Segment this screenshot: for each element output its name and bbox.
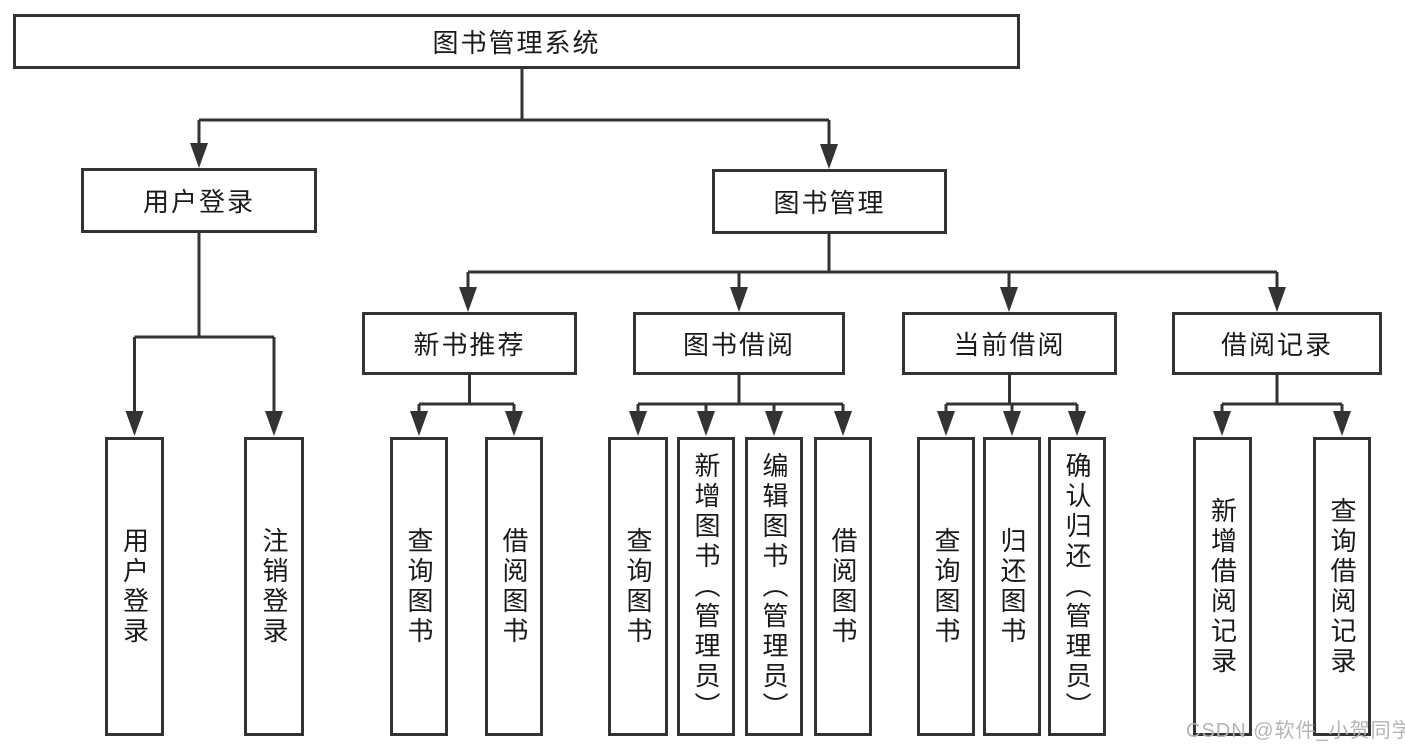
arrow-down-icon [1000, 287, 1018, 312]
leaf-logout: 注销登录 [244, 437, 304, 736]
leaf-current-query-books: 查询图书 [917, 437, 975, 736]
leaf-borrow-query-books: 查询图书 [608, 437, 668, 736]
arrow-down-icon [505, 411, 523, 436]
arrow-down-icon [459, 287, 477, 312]
leaf-confirm-return-admin: 确认归还（管理员） [1048, 437, 1106, 736]
arrow-down-icon [730, 287, 748, 312]
arrow-down-icon [190, 143, 208, 168]
arrow-down-icon [1068, 411, 1086, 436]
leaf-add-borrow-record: 新增借阅记录 [1193, 437, 1252, 736]
arrowhead-icons [125, 143, 1351, 436]
node-user-login: 用户登录 [81, 168, 317, 233]
csdn-watermark: CSDN @软件_小贺同学 [1186, 720, 1405, 742]
node-current-borrowing: 当前借阅 [902, 312, 1117, 375]
leaf-user-login: 用户登录 [105, 437, 164, 736]
arrow-down-icon [937, 411, 955, 436]
leaf-edit-books-admin: 编辑图书（管理员） [745, 437, 803, 736]
node-new-book-recommendation: 新书推荐 [362, 312, 577, 375]
arrow-down-icon [125, 411, 144, 436]
leaf-add-books-admin: 新增图书（管理员） [677, 437, 735, 736]
node-borrowing-records: 借阅记录 [1172, 312, 1382, 375]
arrow-down-icon [1003, 411, 1021, 436]
arrow-down-icon [820, 144, 838, 169]
arrow-down-icon [834, 411, 852, 436]
leaf-recommend-query-books: 查询图书 [390, 437, 448, 736]
arrow-down-icon [1333, 411, 1351, 436]
arrow-down-icon [697, 411, 715, 436]
arrow-down-icon [410, 411, 428, 436]
tree-connectors [133, 69, 1344, 415]
arrow-down-icon [265, 411, 283, 436]
arrow-down-icon [765, 411, 783, 436]
node-library-management-system: 图书管理系统 [13, 14, 1020, 69]
node-book-borrowing: 图书借阅 [633, 312, 845, 375]
leaf-return-books: 归还图书 [983, 437, 1041, 736]
leaf-query-borrow-record: 查询借阅记录 [1313, 437, 1371, 736]
node-book-management: 图书管理 [712, 169, 947, 234]
leaf-recommend-borrow-books: 借阅图书 [485, 437, 543, 736]
leaf-borrow-books: 借阅图书 [814, 437, 872, 736]
arrow-down-icon [629, 411, 647, 436]
arrow-down-icon [1213, 411, 1231, 436]
arrow-down-icon [1268, 287, 1286, 312]
